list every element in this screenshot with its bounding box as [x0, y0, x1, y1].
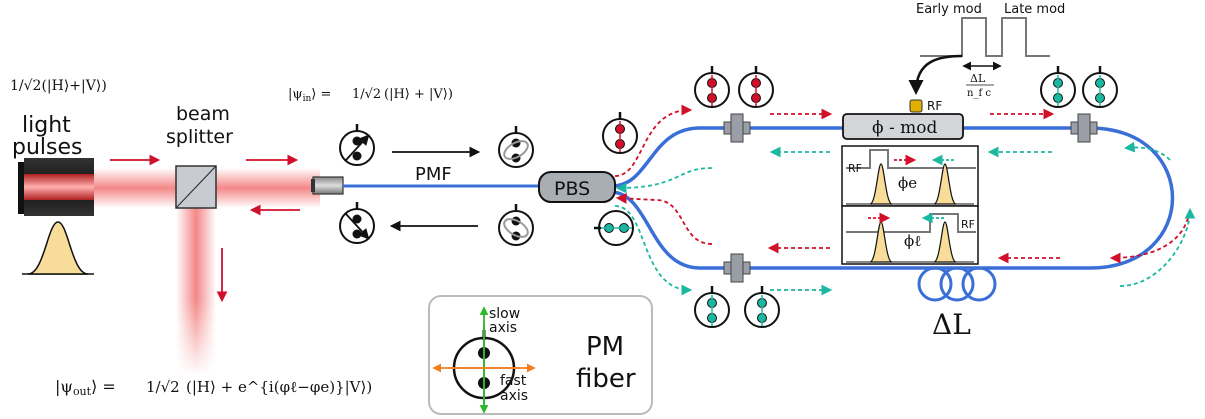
- pol-icon-pbs-top: [602, 112, 638, 154]
- psi-out-formula: |ψout⟩ = 1/√2 (|H⟩ + e^{i(φℓ−φe)}|V⟩): [55, 377, 372, 398]
- delay-label: ΔL: [932, 308, 971, 341]
- phase-modulator-box: [842, 113, 964, 140]
- pol-icon-top-right-a: [1040, 66, 1076, 108]
- teal-path-arrows: [614, 141, 1196, 296]
- pol-icon-bottom-b: [744, 286, 780, 328]
- light-label: light: [22, 113, 71, 138]
- late-mod-label: Late mod: [1004, 2, 1065, 17]
- beam-label: beam: [176, 103, 230, 125]
- pmf-direction-arrows: [389, 146, 481, 232]
- psi-in-formula: |ψin⟩ = 1/√2 (|H⟩ + |V⟩): [288, 87, 453, 104]
- inset-late-rf-label: RF: [961, 218, 975, 231]
- pulses-label: pulses: [12, 135, 82, 160]
- phase-modulator-label: ϕ - mod: [872, 118, 937, 138]
- rf-feed-arrow: [908, 54, 963, 95]
- svg-text:1/√2: 1/√2: [146, 378, 180, 396]
- polarization-icon-out-left: [339, 202, 375, 244]
- pm-fiber-legend: [428, 295, 653, 415]
- svg-text:(|H⟩ + |V⟩): (|H⟩ + |V⟩): [384, 87, 453, 102]
- beam-direction-arrows: [110, 154, 300, 303]
- pol-icon-bottom-a: [694, 286, 730, 328]
- inset-panel-late: [841, 205, 979, 265]
- svg-text:1/√2: 1/√2: [352, 87, 381, 102]
- modulator-rf-label: RF: [927, 99, 942, 113]
- pol-icon-top-left-a: [694, 66, 730, 108]
- pbs-box: [538, 171, 616, 203]
- polarization-icon-in-right: [498, 126, 534, 168]
- mod-delay-denominator: n_f c: [967, 88, 991, 99]
- inset-late-phase-label: ϕℓ: [904, 232, 921, 250]
- legend-title-line2: fiber: [576, 364, 636, 394]
- pol-icon-pbs-bottom: [594, 210, 634, 246]
- legend-slow-line1: slow: [489, 306, 520, 322]
- mod-delay-numerator: ΔL: [970, 72, 986, 85]
- splitter-label: splitter: [166, 126, 233, 148]
- fiber-connectors: [723, 113, 1098, 283]
- rf-connector: [909, 99, 923, 113]
- laser-source: [18, 158, 94, 216]
- legend-title-line1: PM: [586, 332, 624, 362]
- polarization-icon-out-right: [498, 204, 534, 246]
- legend-slow-line2: axis: [489, 320, 517, 336]
- legend-fast-line1: fast: [500, 373, 527, 389]
- beam-splitter-cube: [175, 165, 217, 209]
- inset-early-rf-label: RF: [848, 162, 862, 175]
- pbs-label: PBS: [554, 178, 590, 200]
- legend-fast-line2: axis: [500, 388, 528, 404]
- polarization-icon-in-left: [339, 124, 375, 166]
- fiber-loop: [611, 126, 1175, 270]
- source-pulse: [22, 221, 94, 275]
- fiber-coupler: [311, 176, 344, 195]
- pmf-label: PMF: [415, 164, 452, 185]
- svg-text:|ψout⟩ =: |ψout⟩ =: [55, 377, 116, 398]
- red-path-arrows: [614, 104, 1189, 264]
- delay-coils: [917, 266, 997, 302]
- early-mod-label: Early mod: [916, 2, 982, 17]
- pol-icon-top-left-b: [738, 66, 774, 108]
- source-state-label: 1/√2(|H⟩+|V⟩): [10, 78, 107, 94]
- rf-waveform: [920, 17, 1050, 57]
- inset-early-phase-label: ϕe: [898, 174, 917, 192]
- pol-icon-top-right-b: [1082, 66, 1118, 108]
- svg-text:(|H⟩ + e^{i(φℓ−φe)}|V⟩): (|H⟩ + e^{i(φℓ−φe)}|V⟩): [186, 378, 372, 396]
- svg-text:|ψin⟩ =: |ψin⟩ =: [288, 87, 331, 104]
